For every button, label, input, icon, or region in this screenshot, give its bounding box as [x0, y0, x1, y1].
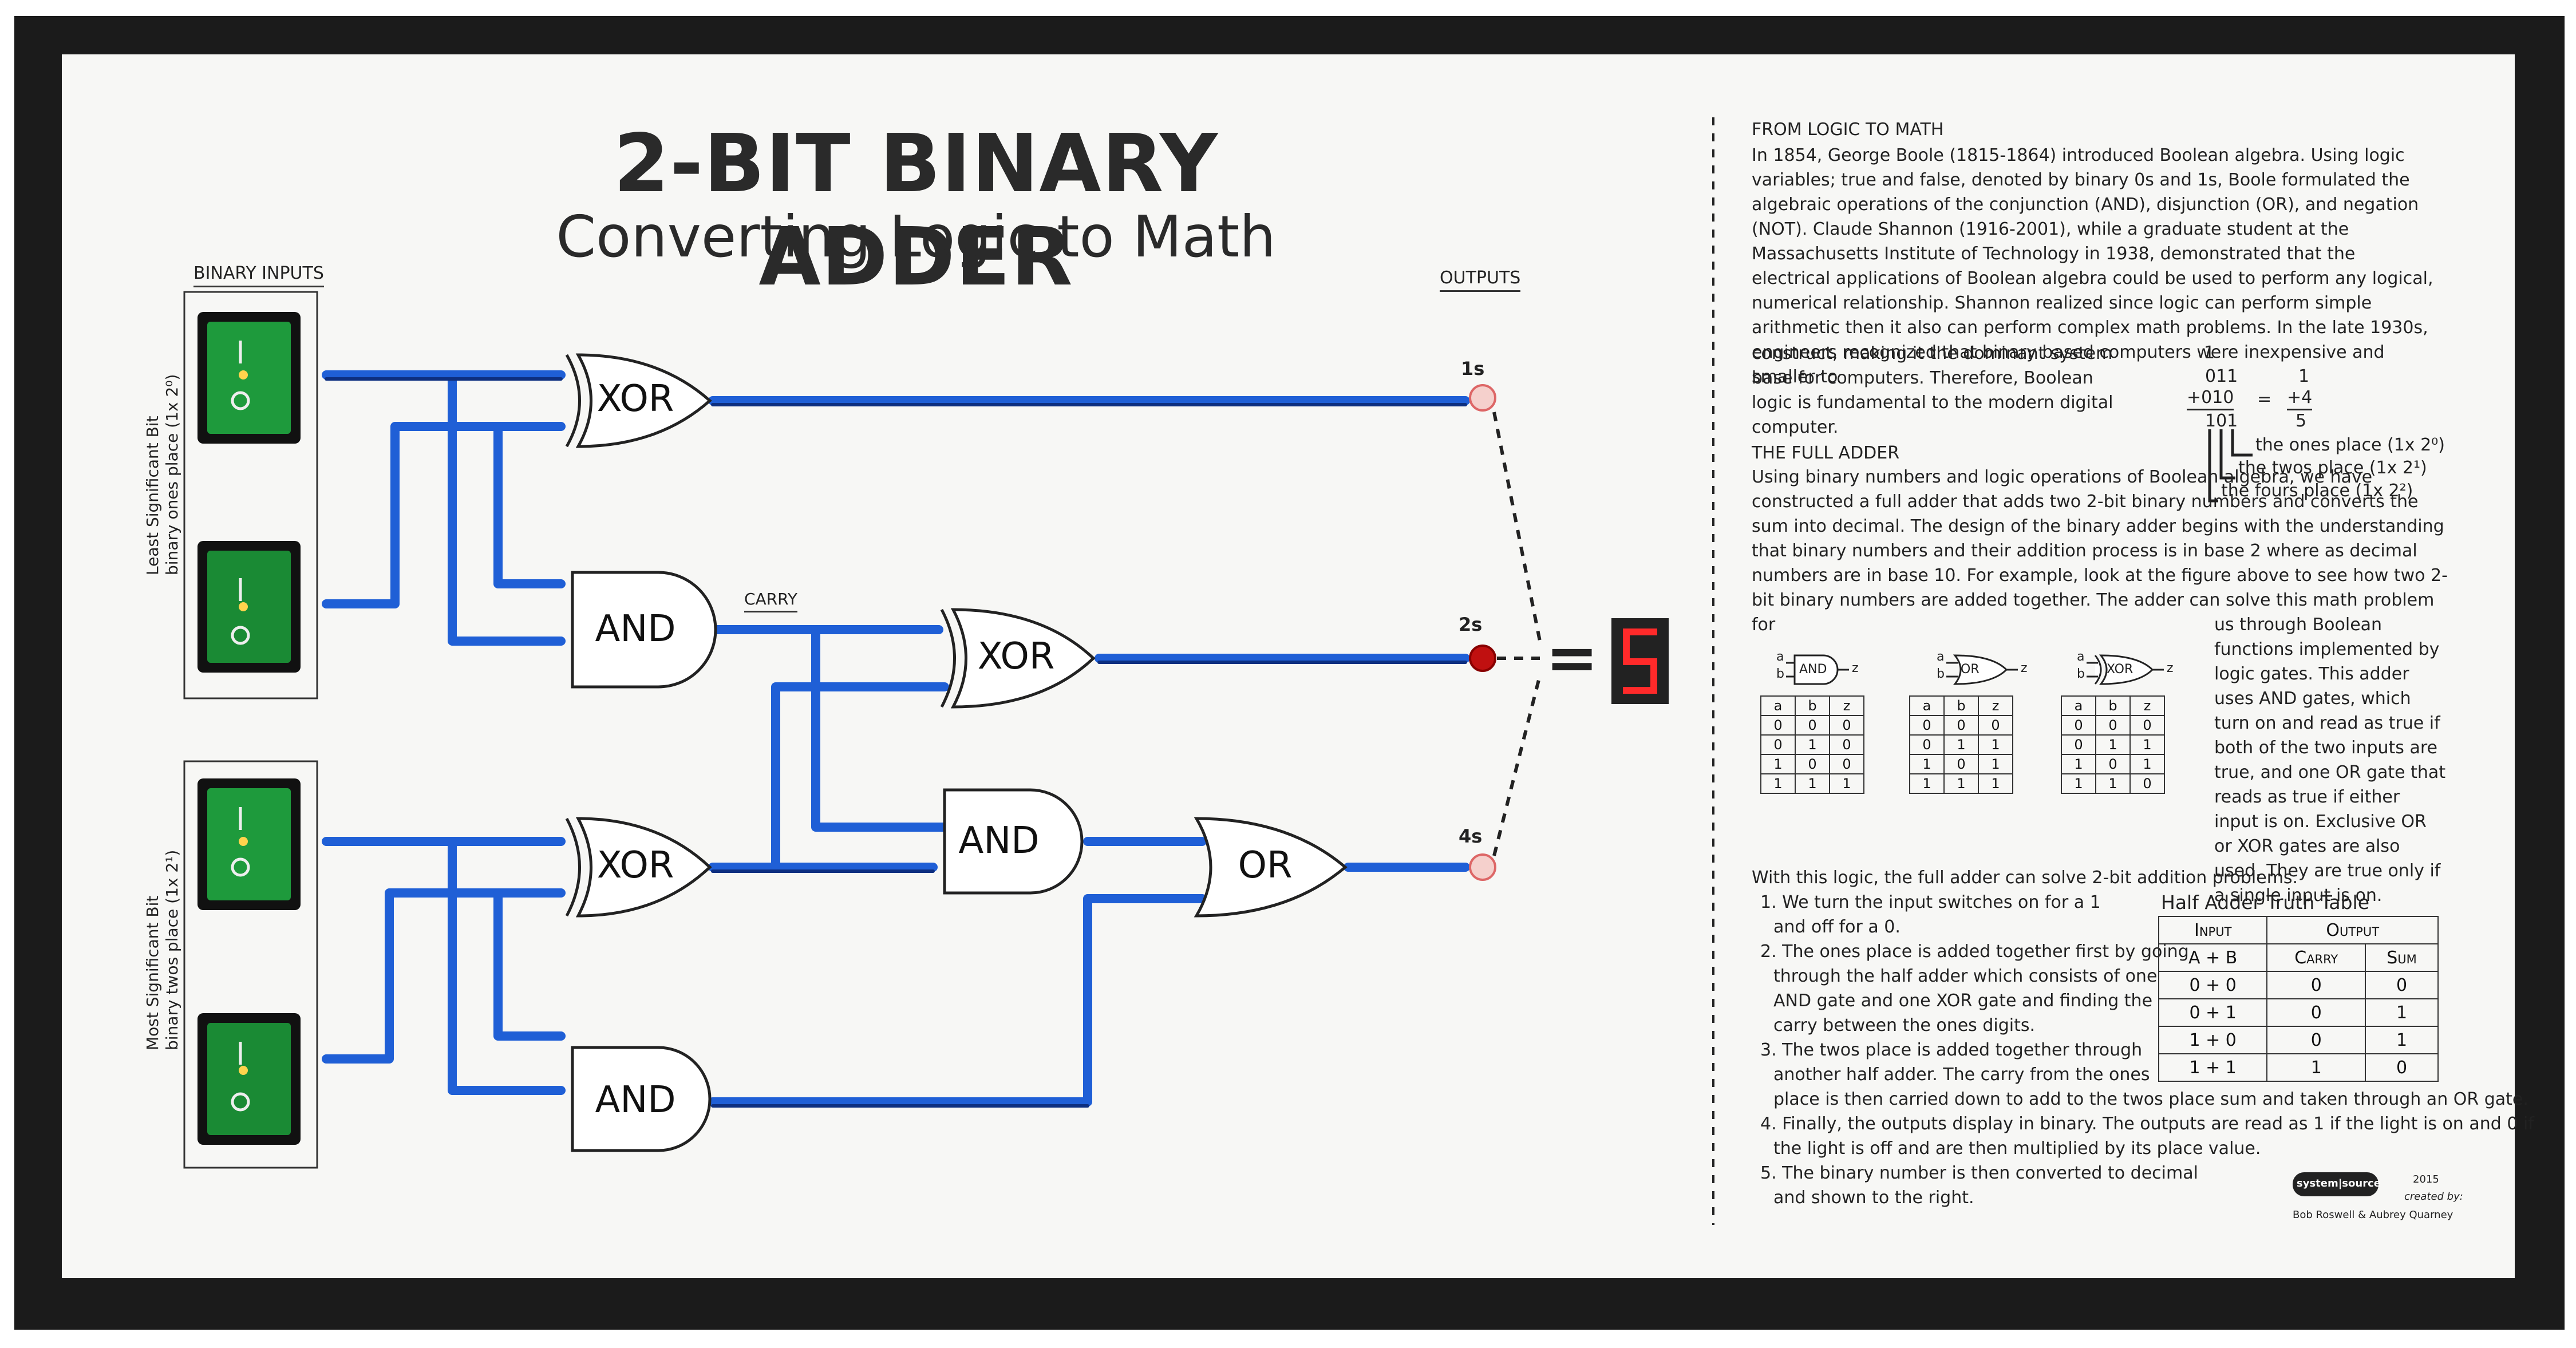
step-5b: and shown to the right.	[1773, 1188, 1974, 1208]
example-eq: =	[2257, 389, 2272, 409]
output-4s-label: 4s	[1459, 825, 1483, 847]
logic-body-tail: construct, making it the dominant system…	[1752, 343, 2113, 437]
outputs-label: OUTPUTS	[1440, 268, 1521, 292]
half-adder-title: Half Adder Truth Table	[2161, 891, 2370, 914]
step-2b: through the half adder which consists of…	[1773, 966, 2158, 986]
step-1b: and off for a 0.	[1773, 917, 1901, 937]
tt-xor-a: a	[2077, 650, 2085, 664]
step-2d: carry between the ones digits.	[1773, 1015, 2036, 1035]
credits-created-by: created by:	[2404, 1191, 2463, 1203]
equals-sign: =	[1546, 621, 1599, 694]
msb-label-line1: Most Significant Bit	[143, 895, 162, 1050]
step-3b: another half adder. The carry from the o…	[1773, 1065, 2150, 1085]
step-3a: 3. The twos place is added together thro…	[1760, 1040, 2143, 1060]
tt-xor-z: z	[2167, 661, 2174, 675]
example-dec2: +4	[2287, 387, 2313, 410]
ha-input-header: Input	[2158, 916, 2268, 944]
xor-gate-2: XOR	[596, 844, 674, 887]
tt-or-gate-label: OR	[1961, 662, 1980, 677]
adder-body-tail: us through Boolean functions implemented…	[2214, 615, 2446, 906]
tt-xor-gate-label: XOR	[2107, 662, 2134, 677]
msb-input-box	[183, 760, 318, 1169]
credits-year: 2015	[2413, 1173, 2439, 1185]
xor-gate-1: XOR	[596, 378, 674, 420]
example-dec3: 5	[2296, 411, 2307, 431]
tt-and-gate-label: AND	[1799, 662, 1827, 677]
step-1a: 1. We turn the input switches on for a 1	[1760, 892, 2101, 912]
adder-body: Using binary numbers and logic operation…	[1752, 467, 2448, 635]
lsb-label: Least Significant Bit binary ones place …	[143, 374, 182, 575]
switch-b0	[197, 541, 301, 673]
page-subtitle: Converting Logic to Math	[556, 203, 1276, 270]
step-5a: 5. The binary number is then converted t…	[1760, 1163, 2198, 1183]
lsb-label-line2: binary ones place (1x 2⁰)	[163, 374, 181, 575]
step-4b: the light is off and are then multiplied…	[1773, 1139, 2261, 1159]
led-1s	[1469, 384, 1496, 412]
msb-label: Most Significant Bit binary twos place (…	[143, 850, 182, 1050]
step-4a: 4. Finally, the outputs display in binar…	[1760, 1114, 2534, 1134]
xor-gate-3: XOR	[977, 635, 1055, 678]
binary-inputs-label: BINARY INPUTS	[193, 263, 324, 287]
seven-segment-display	[1611, 618, 1669, 704]
step-3c: place is then carried down to add to the…	[1773, 1089, 2528, 1109]
tt-and-a: a	[1776, 650, 1784, 664]
example-dec1: 1	[2298, 366, 2310, 386]
lsb-label-line1: Least Significant Bit	[143, 416, 162, 575]
example-carry: 1	[2204, 343, 2215, 363]
step-2a: 2. The ones place is added together firs…	[1760, 942, 2189, 962]
tt-and-z: z	[1852, 661, 1859, 675]
led-2s	[1469, 645, 1496, 672]
switch-a0	[197, 312, 301, 444]
lsb-input-box	[183, 291, 318, 699]
step-2c: AND gate and one XOR gate and finding th…	[1773, 991, 2153, 1011]
example-row3: 101	[2205, 411, 2238, 431]
logic-body: In 1854, George Boole (1815-1864) introd…	[1752, 145, 2433, 387]
tt-or-z: z	[2021, 661, 2028, 675]
credits-names: Bob Roswell & Aubrey Quarney	[2293, 1209, 2453, 1221]
output-1s-label: 1s	[1461, 358, 1485, 380]
example-row2: +010	[2187, 387, 2234, 410]
example-place1: the ones place (1x 2⁰)	[2255, 435, 2445, 455]
and-gate-3: AND	[595, 1079, 676, 1121]
adder-heading: THE FULL ADDER	[1752, 443, 1900, 463]
and-gate-1: AND	[595, 608, 676, 650]
example-row1: 011	[2205, 366, 2238, 386]
tt-or-b: b	[1937, 667, 1945, 681]
led-4s	[1469, 853, 1496, 881]
ha-output-header: Output	[2266, 916, 2439, 944]
tt-xor-b: b	[2077, 667, 2085, 681]
credits-logo: system|source	[2297, 1177, 2381, 1189]
steps-intro: With this logic, the full adder can solv…	[1752, 868, 2298, 888]
logic-heading: FROM LOGIC TO MATH	[1752, 120, 1944, 140]
tt-and-b: b	[1776, 667, 1784, 681]
switch-a1	[197, 778, 301, 910]
example-place2: the twos place (1x 2¹)	[2238, 458, 2427, 478]
example-place3: the fours place (1x 2²)	[2221, 481, 2413, 501]
page-title: 2-BIT BINARY ADDER	[613, 117, 1219, 304]
switch-b1	[197, 1013, 301, 1145]
msb-label-line2: binary twos place (1x 2¹)	[163, 849, 181, 1050]
tt-or-a: a	[1937, 650, 1945, 664]
output-2s-label: 2s	[1459, 614, 1483, 635]
or-gate: OR	[1238, 844, 1293, 887]
carry-label: CARRY	[744, 590, 797, 612]
and-gate-2: AND	[958, 820, 1040, 862]
